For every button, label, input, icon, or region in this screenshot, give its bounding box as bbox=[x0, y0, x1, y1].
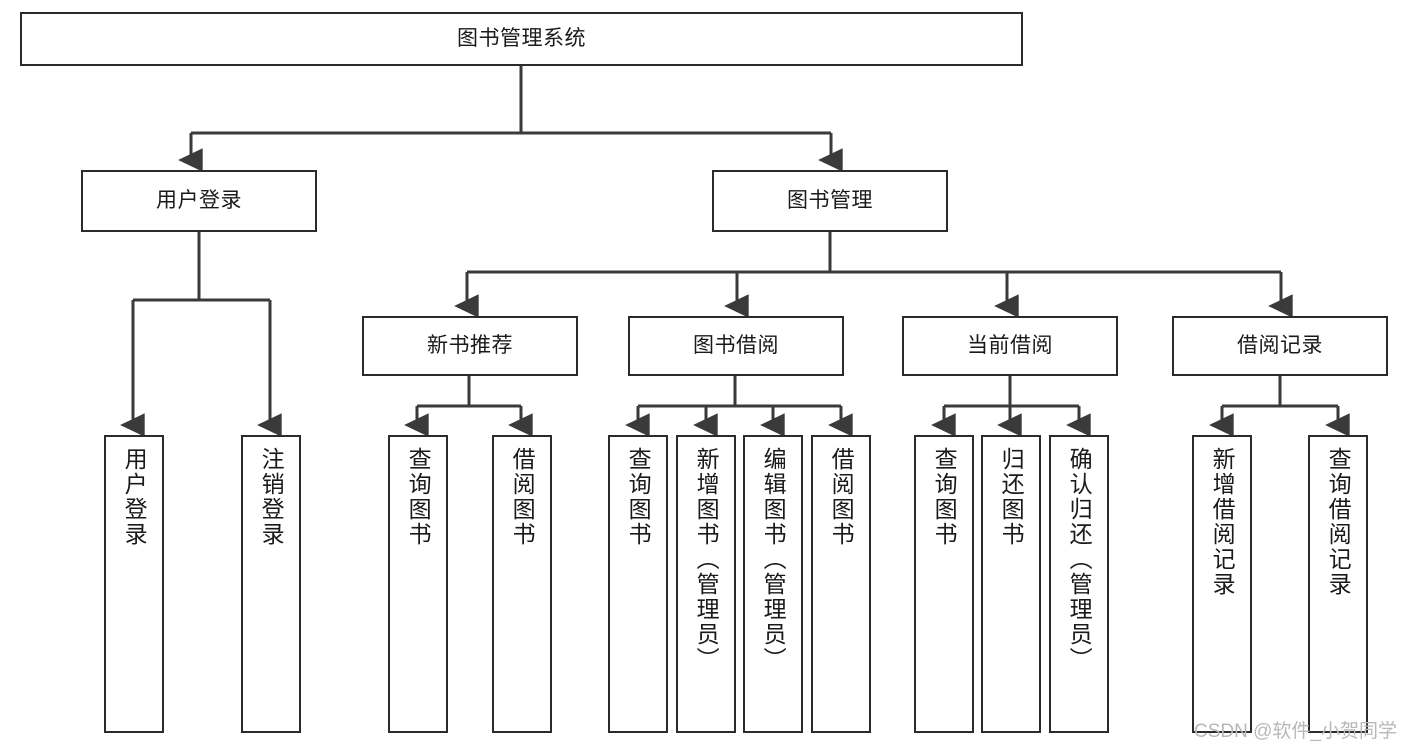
node-user-login-label: 用户登录 bbox=[156, 188, 242, 212]
node-leaf-edit-book-label: 编辑图书（管理员） bbox=[760, 447, 787, 672]
node-leaf-borrow-book-2-label: 借阅图书 bbox=[828, 447, 855, 547]
node-leaf-query-book-2[interactable]: 查询图书 bbox=[608, 435, 668, 733]
node-leaf-edit-book[interactable]: 编辑图书（管理员） bbox=[743, 435, 803, 733]
node-leaf-query-book-2-label: 查询图书 bbox=[625, 447, 652, 547]
node-leaf-return-book-label: 归还图书 bbox=[998, 447, 1025, 547]
node-leaf-borrow-book-1[interactable]: 借阅图书 bbox=[492, 435, 552, 733]
node-leaf-user-login-label: 用户登录 bbox=[121, 447, 148, 547]
node-leaf-query-record-label: 查询借阅记录 bbox=[1325, 447, 1352, 597]
node-book-management[interactable]: 图书管理 bbox=[712, 170, 948, 232]
node-book-borrow-label: 图书借阅 bbox=[693, 333, 779, 357]
node-borrow-record[interactable]: 借阅记录 bbox=[1172, 316, 1388, 376]
node-leaf-user-logout-label: 注销登录 bbox=[258, 447, 285, 547]
node-root[interactable]: 图书管理系统 bbox=[20, 12, 1023, 66]
node-new-book-recommend-label: 新书推荐 bbox=[427, 333, 513, 357]
node-leaf-query-book-1-label: 查询图书 bbox=[405, 447, 432, 547]
node-root-label: 图书管理系统 bbox=[457, 26, 586, 50]
node-borrow-record-label: 借阅记录 bbox=[1237, 333, 1323, 357]
node-current-borrow[interactable]: 当前借阅 bbox=[902, 316, 1118, 376]
node-leaf-add-book-label: 新增图书（管理员） bbox=[693, 447, 720, 672]
node-leaf-add-record-label: 新增借阅记录 bbox=[1209, 447, 1236, 597]
watermark: CSDN @软件_小贺同学 bbox=[1194, 721, 1397, 742]
node-leaf-user-login[interactable]: 用户登录 bbox=[104, 435, 164, 733]
node-leaf-borrow-book-2[interactable]: 借阅图书 bbox=[811, 435, 871, 733]
node-book-borrow[interactable]: 图书借阅 bbox=[628, 316, 844, 376]
node-leaf-query-record[interactable]: 查询借阅记录 bbox=[1308, 435, 1368, 733]
node-leaf-add-book[interactable]: 新增图书（管理员） bbox=[676, 435, 736, 733]
node-leaf-add-record[interactable]: 新增借阅记录 bbox=[1192, 435, 1252, 733]
node-leaf-confirm-return[interactable]: 确认归还（管理员） bbox=[1049, 435, 1109, 733]
node-leaf-return-book[interactable]: 归还图书 bbox=[981, 435, 1041, 733]
node-new-book-recommend[interactable]: 新书推荐 bbox=[362, 316, 578, 376]
node-leaf-query-book-3-label: 查询图书 bbox=[931, 447, 958, 547]
node-leaf-query-book-1[interactable]: 查询图书 bbox=[388, 435, 448, 733]
node-leaf-query-book-3[interactable]: 查询图书 bbox=[914, 435, 974, 733]
node-user-login[interactable]: 用户登录 bbox=[81, 170, 317, 232]
node-current-borrow-label: 当前借阅 bbox=[967, 333, 1053, 357]
node-book-management-label: 图书管理 bbox=[787, 188, 873, 212]
node-leaf-borrow-book-1-label: 借阅图书 bbox=[509, 447, 536, 547]
node-leaf-user-logout[interactable]: 注销登录 bbox=[241, 435, 301, 733]
node-leaf-confirm-return-label: 确认归还（管理员） bbox=[1066, 447, 1093, 672]
